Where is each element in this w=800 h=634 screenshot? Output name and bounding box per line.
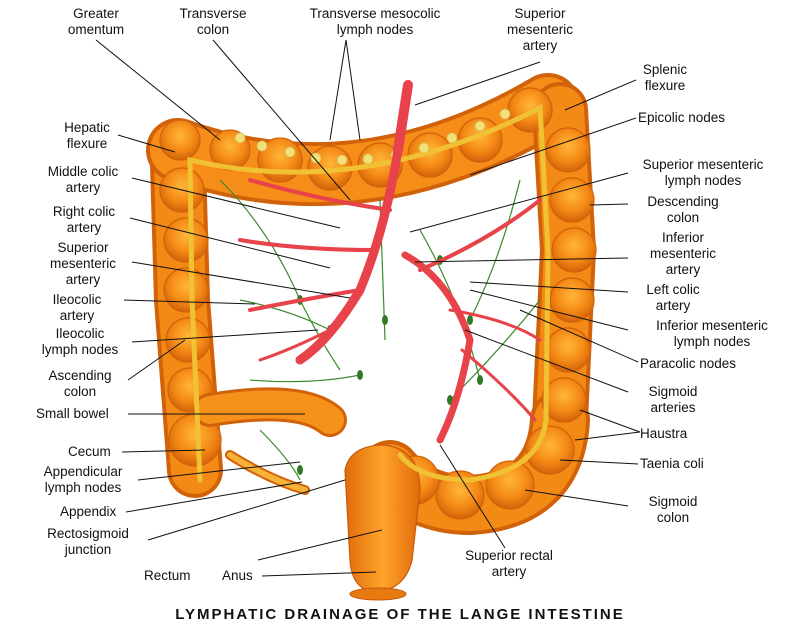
label-rectum: Rectum <box>144 568 191 584</box>
label-line: colon <box>666 210 700 225</box>
label-superior-mesenteric-lymph-nodes: Superior mesenteric lymph nodes <box>628 157 778 189</box>
label-line: artery <box>65 180 101 195</box>
label-appendix: Appendix <box>60 504 116 520</box>
label-sigmoid-colon: Sigmoid colon <box>628 494 718 526</box>
label-line: Right colic <box>52 204 116 219</box>
label-cecum: Cecum <box>68 444 111 460</box>
label-transverse-colon: Transverse colon <box>158 6 268 38</box>
label-line: Ileocolic <box>55 326 105 341</box>
label-line: artery <box>59 308 95 323</box>
label-line: Greater <box>73 6 119 21</box>
label-haustra: Haustra <box>640 426 687 442</box>
label-descending-colon: Descending colon <box>628 194 738 226</box>
label-sigmoid-arteries: Sigmoid arteries <box>628 384 718 416</box>
label-line: Superior mesenteric <box>642 157 764 172</box>
label-inferior-mesenteric-lymph-nodes: Inferior mesenteric lymph nodes <box>628 318 796 350</box>
label-line: Appendicular <box>43 464 123 479</box>
label-line: Haustra <box>640 426 688 441</box>
label-line: lymph nodes <box>664 173 742 188</box>
arteries <box>238 80 542 444</box>
label-line: Rectum <box>144 568 191 583</box>
label-line: junction <box>64 542 112 557</box>
label-line: Transverse <box>179 6 247 21</box>
label-splenic-flexure: Splenic flexure <box>620 62 710 94</box>
label-line: Anus <box>222 568 253 583</box>
label-line: Epicolic nodes <box>638 110 726 125</box>
label-line: artery <box>491 564 527 579</box>
label-superior-rectal-artery: Superior rectal artery <box>444 548 574 580</box>
label-ileocolic-artery: Ileocolic artery <box>32 292 122 324</box>
label-line: Taenia coli <box>640 456 704 471</box>
label-line: Transverse mesocolic <box>309 6 441 21</box>
label-line: Paracolic nodes <box>640 356 737 371</box>
label-line: Middle colic <box>47 164 119 179</box>
label-line: mesenteric <box>649 246 717 261</box>
label-line: lymph nodes <box>673 334 751 349</box>
label-line: Rectosigmoid <box>47 526 129 541</box>
label-line: colon <box>656 510 690 525</box>
diagram-title: LYMPHATIC DRAINAGE OF THE LANGE INTESTIN… <box>175 606 625 623</box>
label-line: flexure <box>66 136 108 151</box>
label-transverse-mesocolic: Transverse mesocolic lymph nodes <box>290 6 460 38</box>
label-line: Superior rectal <box>465 548 553 563</box>
label-paracolic-nodes: Paracolic nodes <box>640 356 736 372</box>
label-line: Inferior <box>661 230 705 245</box>
label-rectosigmoid-junction: Rectosigmoid junction <box>28 526 148 558</box>
label-line: Appendix <box>60 504 117 519</box>
label-line: Sigmoid <box>648 384 698 399</box>
label-line: artery <box>665 262 701 277</box>
label-line: Inferior mesenteric <box>656 318 768 333</box>
label-line: arteries <box>650 400 696 415</box>
label-appendicular-lymph-nodes: Appendicular lymph nodes <box>28 464 138 496</box>
label-right-colic-artery: Right colic artery <box>34 204 134 236</box>
label-middle-colic-artery: Middle colic artery <box>28 164 138 196</box>
label-line: Ileocolic <box>52 292 102 307</box>
label-line: colon <box>63 384 97 399</box>
label-line: lymph nodes <box>336 22 414 37</box>
label-line: Ascending <box>48 368 112 383</box>
label-line: Cecum <box>68 444 111 459</box>
label-line: lymph nodes <box>44 480 122 495</box>
label-line: Left colic <box>646 282 700 297</box>
label-line: Sigmoid <box>648 494 698 509</box>
label-line: Small bowel <box>36 406 109 421</box>
label-greater-omentum: Greater omentum <box>46 6 146 38</box>
label-line: Hepatic <box>64 120 110 135</box>
label-line: artery <box>65 272 101 287</box>
label-superior-mesenteric-artery-left: Superior mesenteric artery <box>28 240 138 288</box>
label-line: artery <box>522 38 558 53</box>
label-epicolic-nodes: Epicolic nodes <box>638 110 725 126</box>
label-ascending-colon: Ascending colon <box>32 368 128 400</box>
taenia-coli-band <box>187 104 551 483</box>
label-left-colic-artery: Left colic artery <box>628 282 718 314</box>
label-line: mesenteric <box>506 22 574 37</box>
label-line: Superior <box>514 6 566 21</box>
label-inferior-mesenteric-artery: Inferior mesenteric artery <box>628 230 738 278</box>
label-small-bowel: Small bowel <box>36 406 109 422</box>
label-line: flexure <box>644 78 686 93</box>
label-anus: Anus <box>222 568 253 584</box>
label-taenia-coli: Taenia coli <box>640 456 704 472</box>
label-line: mesenteric <box>49 256 117 271</box>
label-line: artery <box>655 298 691 313</box>
label-ileocolic-lymph-nodes: Ileocolic lymph nodes <box>28 326 132 358</box>
label-line: Descending <box>647 194 719 209</box>
label-line: Splenic <box>642 62 688 77</box>
label-line: lymph nodes <box>41 342 119 357</box>
label-line: omentum <box>67 22 125 37</box>
label-line: colon <box>196 22 230 37</box>
label-hepatic-flexure: Hepatic flexure <box>42 120 132 152</box>
label-line: artery <box>66 220 102 235</box>
label-line: Superior <box>57 240 109 255</box>
label-superior-mesenteric-artery-top: Superior mesenteric artery <box>485 6 595 54</box>
